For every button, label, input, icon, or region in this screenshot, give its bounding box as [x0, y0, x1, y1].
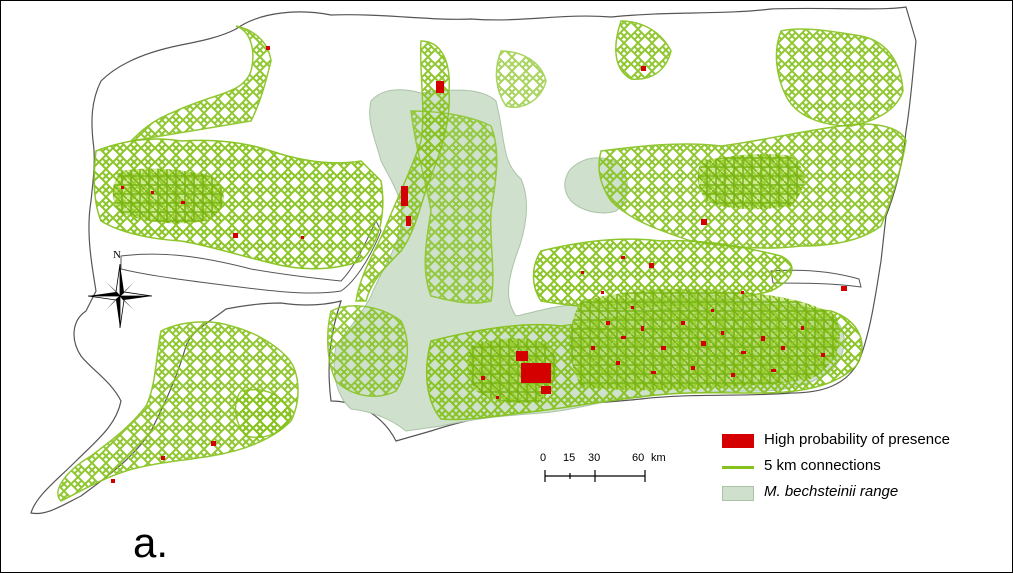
legend-swatch-range — [722, 486, 754, 501]
legend-swatch-green-line — [722, 466, 754, 469]
scale-unit: km — [651, 452, 666, 464]
presence-points — [111, 46, 847, 483]
legend-label: High probability of presence — [764, 431, 950, 448]
legend-item-range: M. bechsteinii range — [722, 482, 1012, 504]
north-label: N — [113, 249, 121, 261]
legend-label: 5 km connections — [764, 457, 881, 474]
scale-tick-30: 30 — [588, 452, 601, 464]
scale-bar — [544, 470, 646, 482]
dense-network — [112, 153, 840, 403]
presence-scatter — [121, 186, 825, 399]
scale-tick-0: 0 — [540, 452, 547, 464]
legend-item-presence: High probability of presence — [722, 430, 1012, 452]
panel-label: a. — [133, 519, 169, 566]
legend-item-connections: 5 km connections — [722, 456, 1012, 478]
legend-swatch-red — [722, 434, 754, 448]
legend-label: M. bechsteinii range — [764, 483, 899, 500]
scale-tick-15: 15 — [563, 452, 576, 464]
compass-rose-icon — [87, 263, 153, 329]
scale-tick-60: 60 — [632, 452, 645, 464]
